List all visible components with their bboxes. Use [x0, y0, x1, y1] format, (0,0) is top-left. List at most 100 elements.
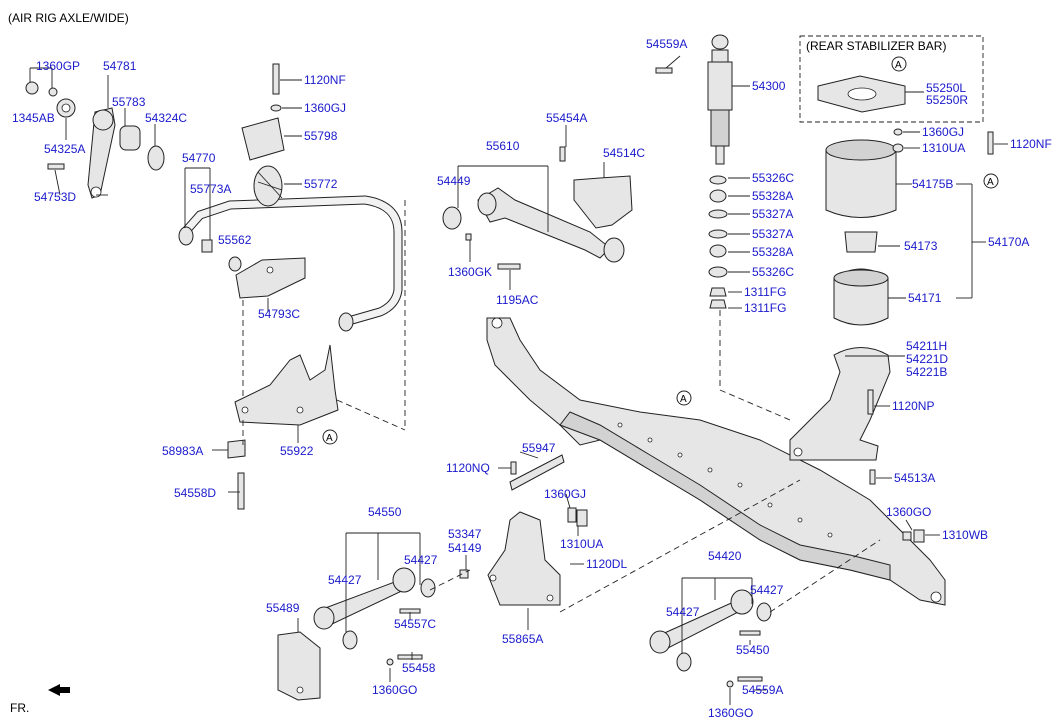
upper-arm-drawing [442, 146, 633, 270]
label-55327a-a[interactable]: 55327A [752, 207, 793, 221]
label-55250l[interactable]: 55250L [926, 81, 966, 95]
label-55326c-a[interactable]: 55326C [752, 171, 794, 185]
inset-bracket-drawing [817, 75, 994, 155]
label-1120nf-b[interactable]: 1120NF [1010, 137, 1052, 151]
label-1120nf-a[interactable]: 1120NF [304, 73, 346, 87]
label-54559a-a[interactable]: 54559A [646, 37, 687, 51]
label-55610[interactable]: 55610 [486, 139, 520, 153]
part-labels: 1360GP 54781 55783 1345AB 54324C 54325A … [12, 37, 1052, 720]
label-55772[interactable]: 55772 [304, 177, 338, 191]
label-54173[interactable]: 54173 [904, 239, 938, 253]
label-1311fg-a[interactable]: 1311FG [744, 285, 786, 299]
callout-a-icon: A [676, 390, 692, 406]
label-54770[interactable]: 54770 [182, 151, 216, 165]
label-55562[interactable]: 55562 [218, 233, 252, 247]
diagram-title: (AIR RIG AXLE/WIDE) [8, 11, 129, 25]
label-55327a-b[interactable]: 55327A [752, 227, 793, 241]
label-1360go-a[interactable]: 1360GO [372, 683, 417, 697]
front-label: FR. [10, 701, 29, 715]
label-1345ab[interactable]: 1345AB [12, 111, 55, 125]
svg-text:A: A [326, 433, 333, 444]
axle-beam-drawing [486, 317, 946, 606]
label-54781[interactable]: 54781 [103, 59, 137, 73]
label-55798[interactable]: 55798 [304, 129, 338, 143]
label-54170a[interactable]: 54170A [988, 235, 1029, 249]
stabilizer-bar-drawing [178, 195, 403, 332]
label-55865a[interactable]: 55865A [502, 632, 543, 646]
label-55489[interactable]: 55489 [266, 601, 300, 615]
label-55458[interactable]: 55458 [402, 661, 436, 675]
label-54550[interactable]: 54550 [368, 505, 402, 519]
lower-arm-right-drawing [649, 589, 772, 682]
label-1120nq[interactable]: 1120NQ [446, 461, 490, 475]
label-1360go-c[interactable]: 1360GO [886, 505, 931, 519]
label-54175b[interactable]: 54175B [912, 177, 953, 191]
bracket-55865a-drawing [459, 454, 588, 606]
label-53347[interactable]: 53347 [448, 527, 482, 541]
label-1311fg-b[interactable]: 1311FG [744, 301, 786, 315]
bracket-54793c-drawing [235, 257, 306, 299]
svg-text:A: A [895, 60, 902, 71]
callout-a-icon: A [322, 429, 338, 445]
label-54427-b[interactable]: 54427 [328, 573, 362, 587]
label-54793c[interactable]: 54793C [258, 307, 300, 321]
svg-text:A: A [987, 177, 994, 188]
label-55328a-b[interactable]: 55328A [752, 245, 793, 259]
label-54427-a[interactable]: 54427 [404, 553, 438, 567]
label-1360gj-b[interactable]: 1360GJ [922, 125, 964, 139]
label-1360gk[interactable]: 1360GK [448, 265, 492, 279]
label-1310ua-a[interactable]: 1310UA [922, 141, 965, 155]
label-55454a[interactable]: 55454A [546, 111, 587, 125]
label-55450[interactable]: 55450 [736, 643, 770, 657]
label-54514c[interactable]: 54514C [603, 146, 645, 160]
label-55947[interactable]: 55947 [522, 441, 556, 455]
label-54557c[interactable]: 54557C [394, 617, 436, 631]
label-1310wb[interactable]: 1310WB [942, 528, 988, 542]
label-1310ua-b[interactable]: 1310UA [560, 537, 603, 551]
bracket-55922-drawing [227, 344, 339, 510]
label-1195ac[interactable]: 1195AC [496, 293, 539, 307]
inset-title: (REAR STABILIZER BAR) [806, 39, 946, 53]
label-54325a[interactable]: 54325A [44, 142, 85, 156]
air-spring-drawing [789, 139, 897, 461]
label-54558d[interactable]: 54558D [174, 486, 216, 500]
label-54324c[interactable]: 54324C [145, 111, 187, 125]
bushing-clamp-drawing [201, 63, 285, 272]
label-55922[interactable]: 55922 [280, 444, 314, 458]
label-58983a[interactable]: 58983A [162, 444, 203, 458]
label-54427-d[interactable]: 54427 [666, 605, 700, 619]
label-54513a[interactable]: 54513A [894, 471, 935, 485]
label-54221b[interactable]: 54221B [906, 365, 947, 379]
label-1360gp[interactable]: 1360GP [36, 59, 80, 73]
label-54427-c[interactable]: 54427 [750, 583, 784, 597]
guide-lines [242, 200, 881, 613]
label-55326c-b[interactable]: 55326C [752, 265, 794, 279]
label-54753d[interactable]: 54753D [34, 190, 76, 204]
label-54449[interactable]: 54449 [437, 174, 471, 188]
label-54300[interactable]: 54300 [752, 79, 786, 93]
label-1360gj-c[interactable]: 1360GJ [544, 487, 586, 501]
label-54149[interactable]: 54149 [448, 541, 482, 555]
svg-text:A: A [680, 394, 687, 405]
label-54420[interactable]: 54420 [708, 549, 742, 563]
label-54171[interactable]: 54171 [908, 291, 942, 305]
callout-a-icon: A [891, 56, 907, 72]
label-1120np[interactable]: 1120NP [892, 399, 934, 413]
lower-arm-left-drawing [277, 567, 436, 701]
label-55328a-a[interactable]: 55328A [752, 189, 793, 203]
label-54211h[interactable]: 54211H [906, 339, 947, 353]
label-55783[interactable]: 55783 [112, 95, 146, 109]
shock-absorber-drawing [707, 34, 733, 165]
washer-stack-drawing [708, 175, 728, 309]
label-55773a[interactable]: 55773A [190, 182, 231, 196]
label-55250r[interactable]: 55250R [926, 93, 968, 107]
label-54221d[interactable]: 54221D [906, 352, 948, 366]
leader-lines [29, 55, 1008, 705]
label-1120dl[interactable]: 1120DL [586, 557, 627, 571]
label-1360gj-a[interactable]: 1360GJ [304, 101, 346, 115]
fasteners-drawing [47, 67, 925, 688]
front-direction-arrow [48, 684, 70, 696]
label-54559a-b[interactable]: 54559A [742, 683, 783, 697]
label-1360go-b[interactable]: 1360GO [708, 706, 753, 720]
